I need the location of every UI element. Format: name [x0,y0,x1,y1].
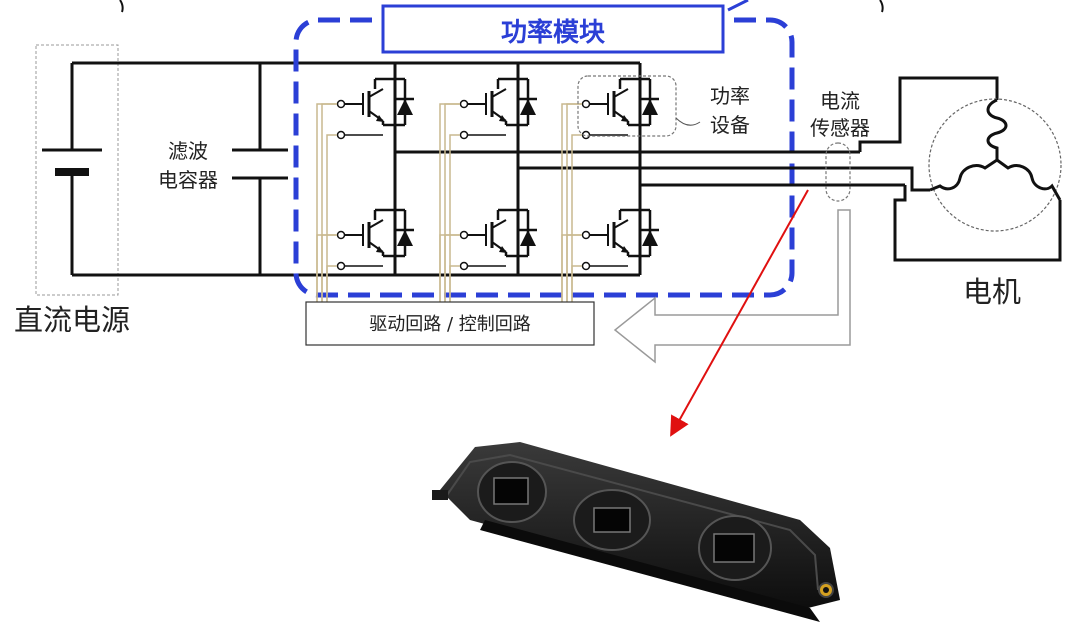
power-device-label-2: 设备 [710,113,750,137]
dc-power-label: 直流电源 [14,303,130,337]
power-module-title: 功率模块 [501,17,605,48]
igbt-array [336,77,659,271]
current-sensor-photo [432,442,840,622]
igbt-icon [581,208,659,271]
gate-drive-wires [316,103,582,302]
phase-wires [395,76,1062,262]
current-sensor-mark [825,142,851,202]
diode-icon [395,208,414,258]
igbt-icon [459,77,537,140]
motor-winding-icon [928,98,1062,232]
power-module-frame [293,17,795,298]
dc-source-box [35,44,119,296]
motor-label: 电机 [963,275,1021,309]
igbt-icon [336,208,414,271]
power-device-highlight [577,75,677,137]
power-device-label-1: 功率 [710,84,750,108]
igbt-icon [581,77,659,140]
filter-capacitor-label-1: 滤波 [168,139,208,163]
diode-icon [518,77,537,127]
current-sensor-label-2: 传感器 [810,116,870,140]
current-sensor-label-1: 电流 [820,89,860,113]
igbt-icon [336,77,414,140]
battery-icon [42,148,102,176]
feedback-arrow-icon [613,209,851,364]
diode-icon [640,208,659,258]
capacitor-icon [232,148,288,180]
power-module-title-box [381,4,725,54]
diode-icon [640,77,659,127]
filter-capacitor-label-2: 电容器 [158,168,218,192]
igbt-icon [459,208,537,271]
drive-control-label: 驱动回路 / 控制回路 [369,314,531,335]
diode-icon [518,208,537,258]
drive-control-box [305,301,595,346]
sensor-callout-arrow [670,189,809,437]
diode-icon [395,77,414,127]
